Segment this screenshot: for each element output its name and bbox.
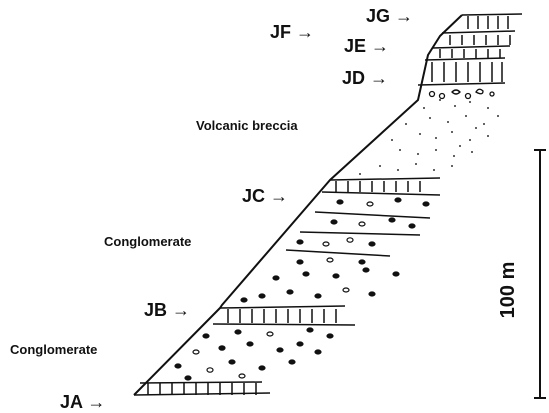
- unit-label-lower-conglomerate: Conglomerate: [10, 342, 97, 357]
- tick-bed-jb: [228, 309, 336, 323]
- marker-jc: JC →: [242, 186, 288, 206]
- tick-bed-jf: [450, 35, 510, 45]
- tick-bed-jd: [432, 62, 502, 82]
- bed-line-jb-bottom: [213, 324, 355, 325]
- breccia-clasts: [430, 89, 495, 98]
- tick-bed-je: [440, 49, 500, 58]
- bed-line-jg-top: [462, 14, 522, 15]
- scale-bar-label: 100 m: [497, 262, 519, 319]
- unit-label-upper-conglomerate: Conglomerate: [104, 234, 191, 249]
- marker-jd: JD →: [342, 68, 388, 88]
- marker-je: JE →: [344, 36, 389, 56]
- bed-line-jd-top: [425, 58, 505, 60]
- outcrop-slope-line: [134, 15, 462, 395]
- tick-bed-jg: [468, 16, 508, 29]
- tick-bed-jc: [336, 181, 420, 192]
- bed-line-mid-conglomerate: [286, 250, 390, 256]
- bed-line-jc-top: [330, 178, 440, 180]
- unit-label-volcanic-breccia: Volcanic breccia: [196, 118, 298, 133]
- marker-jb: JB →: [144, 300, 190, 320]
- scale-bar: [534, 150, 546, 398]
- bed-line-conglomerate-b: [315, 212, 430, 218]
- marker-jg: JG →: [366, 6, 413, 26]
- tick-pattern-beds: [140, 16, 510, 395]
- marker-jf: JF →: [270, 22, 314, 42]
- bed-line-je-top: [432, 46, 510, 48]
- marker-ja: JA →: [60, 392, 105, 412]
- breccia-stipple: [359, 99, 499, 175]
- bed-line-base-ja: [134, 393, 270, 395]
- pebbles-lower-conglomerate: [175, 328, 333, 380]
- bed-line-conglomerate-a: [300, 232, 420, 235]
- bed-line-jd-bottom: [418, 83, 505, 85]
- bed-line-jc-bottom: [322, 192, 440, 195]
- bed-line-jb-top: [220, 306, 345, 308]
- bed-line-jf-top: [442, 31, 515, 33]
- tick-bed-ja: [140, 382, 262, 395]
